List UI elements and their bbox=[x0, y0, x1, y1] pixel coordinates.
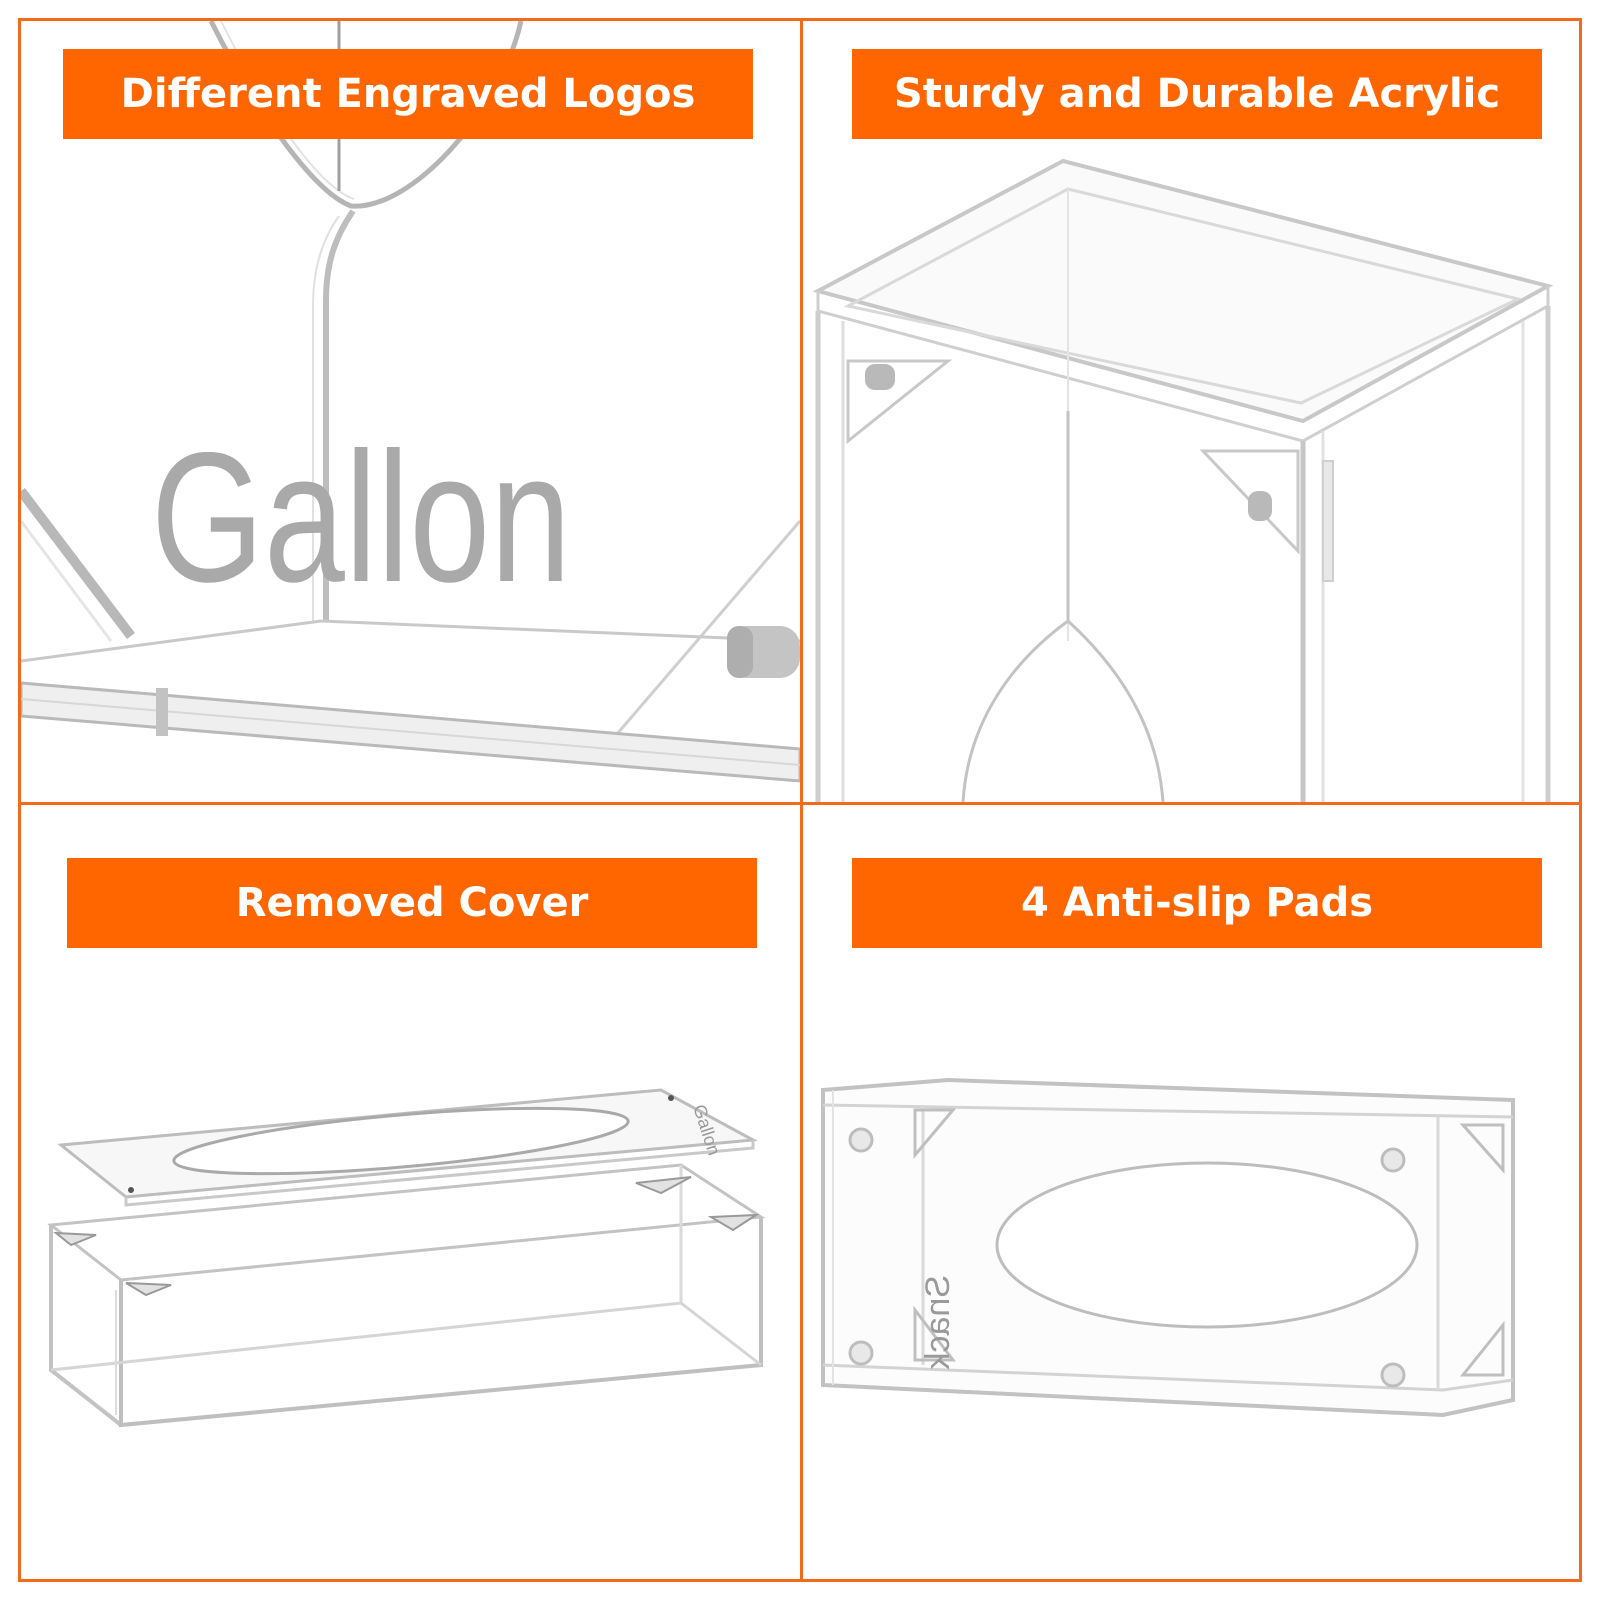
panel-engraved-logos: Different Engraved Logos Gallon bbox=[18, 18, 803, 805]
engraved-logo-closeup-illustration: Gallon bbox=[21, 21, 800, 783]
anti-slip-pad bbox=[1380, 1362, 1406, 1388]
engraved-logo-text: Gallon bbox=[151, 415, 571, 621]
box-with-lifted-lid-illustration: Gallon bbox=[47, 1088, 766, 1428]
anti-slip-pad bbox=[848, 1127, 874, 1153]
anti-slip-pad bbox=[1380, 1147, 1406, 1173]
panel-title-banner: 4 Anti-slip Pads bbox=[852, 858, 1542, 948]
box-underside-with-pads-illustration: Snack bbox=[821, 1077, 1515, 1418]
panel-anti-slip-pads: 4 Anti-slip Pads Snack bbox=[800, 802, 1582, 1582]
panel-title-banner: Sturdy and Durable Acrylic bbox=[852, 49, 1542, 139]
panel-title-banner: Removed Cover bbox=[67, 858, 757, 948]
panel-sturdy-acrylic: Sturdy and Durable Acrylic bbox=[800, 18, 1582, 805]
panel-removed-cover: Removed Cover Gallon bbox=[18, 802, 803, 1582]
anti-slip-pad bbox=[848, 1340, 874, 1366]
mirrored-logo-text: Snack bbox=[919, 1275, 957, 1370]
panel-title-banner: Different Engraved Logos bbox=[63, 49, 753, 139]
acrylic-box-corner-illustration bbox=[812, 158, 1554, 802]
